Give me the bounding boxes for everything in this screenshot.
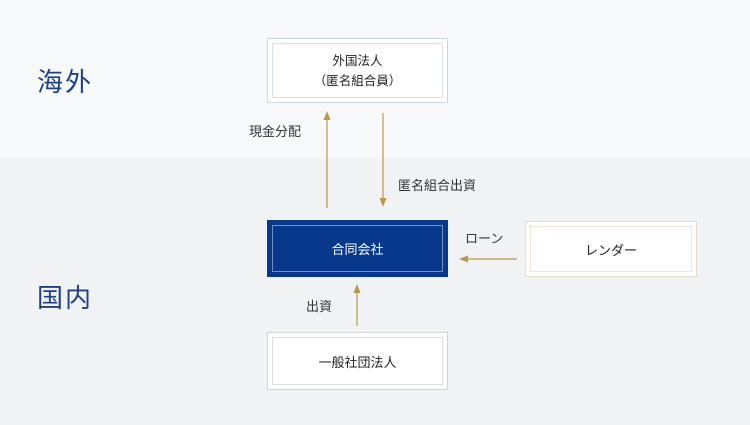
foreign-entity-role: （匿名組合員） (313, 72, 402, 88)
godo-kaisha-label: 合同会社 (331, 243, 384, 258)
loan-arrow (459, 255, 517, 263)
tk-investment-arrow (379, 113, 387, 207)
region-label-overseas: 海外 (37, 68, 94, 98)
foreign-entity-name: 外国法人 (332, 52, 383, 68)
investment-label: 出資 (306, 300, 333, 315)
ippan-shadan-label: 一般社団法人 (318, 355, 397, 371)
cash-distribution-arrow (323, 111, 331, 208)
region-label-domestic: 国内 (37, 284, 94, 314)
loan-label: ローン (465, 232, 504, 247)
cash-distribution-label: 現金分配 (249, 125, 302, 140)
tk-investment-label: 匿名組合出資 (398, 179, 477, 194)
investment-arrow (353, 284, 361, 326)
lender-label: レンダー (584, 243, 637, 259)
